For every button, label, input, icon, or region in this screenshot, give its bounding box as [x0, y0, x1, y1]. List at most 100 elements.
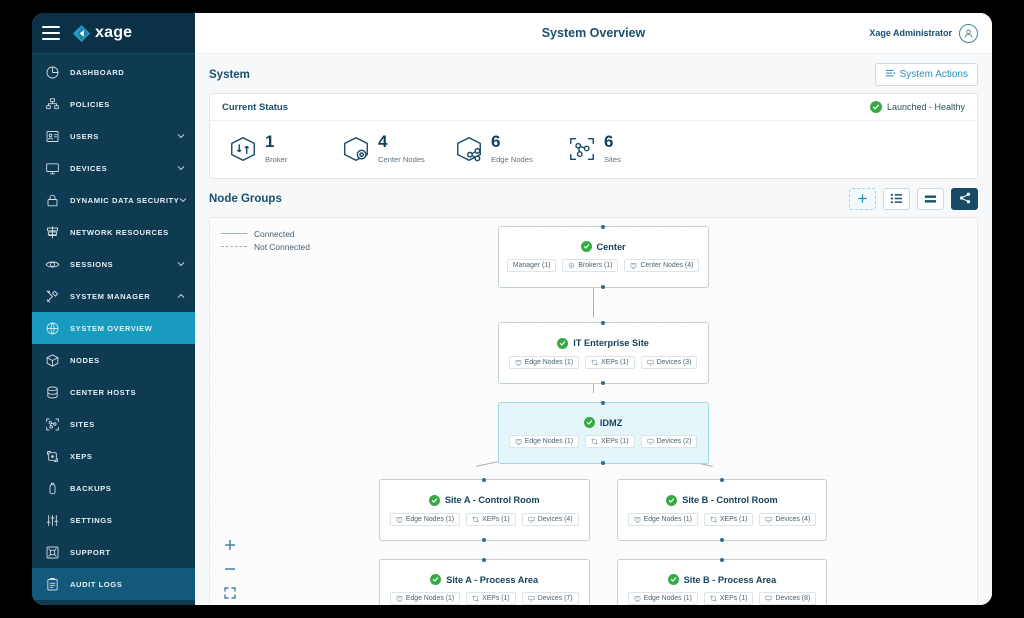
- node-chip[interactable]: Devices (4): [759, 512, 817, 526]
- sidebar-item-label: POLICIES: [70, 99, 110, 109]
- sidebar-item-xeps[interactable]: XEPS: [32, 440, 195, 472]
- node-chip[interactable]: Edge Nodes (1): [389, 512, 461, 526]
- sidebar-item-audit-logs[interactable]: AUDIT LOGS: [32, 568, 195, 600]
- edge-node-icon: [396, 516, 403, 523]
- sidebar-item-network-resources[interactable]: NETWORK RESOURCES: [32, 216, 195, 248]
- zoom-out-button[interactable]: [222, 561, 238, 577]
- node-title-row: Center: [580, 241, 626, 253]
- sidebar-item-users[interactable]: USERS: [32, 120, 195, 152]
- sidebar-item-sessions[interactable]: SESSIONS: [32, 248, 195, 280]
- node-port-top[interactable]: [719, 557, 724, 562]
- brand-logo[interactable]: xage: [72, 24, 132, 43]
- node-chip[interactable]: XEPs (1): [585, 355, 635, 369]
- node-chip[interactable]: Devices (8): [759, 592, 817, 605]
- node-port-top[interactable]: [482, 478, 487, 483]
- node-chip[interactable]: Edge Nodes (1): [389, 592, 461, 605]
- node-chip[interactable]: Edge Nodes (1): [508, 355, 579, 369]
- node-chip[interactable]: XEPs (1): [703, 592, 754, 605]
- system-section-title: System: [209, 68, 250, 81]
- zoom-in-button[interactable]: [222, 537, 238, 553]
- list-view-button[interactable]: [883, 188, 910, 210]
- node-port-bottom[interactable]: [719, 538, 724, 543]
- sidebar-item-center-hosts[interactable]: CENTER HOSTS: [32, 376, 195, 408]
- sidebar-item-sites[interactable]: SITES: [32, 408, 195, 440]
- node-chip[interactable]: XEPs (1): [466, 592, 516, 605]
- node-title-row: Site B - Control Room: [666, 494, 778, 506]
- sidebar-item-backups[interactable]: BACKUPS: [32, 472, 195, 504]
- chevron-down-icon[interactable]: [177, 260, 185, 268]
- node-chip[interactable]: Devices (2): [640, 435, 698, 449]
- node-chip-label: Center Nodes (4): [640, 262, 694, 270]
- stat-value: 4: [378, 132, 388, 151]
- node-chip-label: XEPs (1): [482, 515, 510, 523]
- node-port-top[interactable]: [601, 224, 606, 229]
- node-port-top[interactable]: [719, 478, 724, 483]
- node-port-bottom[interactable]: [601, 284, 606, 289]
- chevron-up-icon[interactable]: [177, 292, 185, 300]
- node-chip[interactable]: Manager (1): [506, 259, 557, 273]
- node-title-row: Site A - Process Area: [430, 574, 538, 585]
- sidebar-item-settings[interactable]: SETTINGS: [32, 504, 195, 536]
- node-title: IT Enterprise Site: [573, 338, 649, 349]
- graph-view-button[interactable]: [951, 188, 978, 210]
- chevron-down-icon[interactable]: [177, 164, 185, 172]
- chevron-down-icon[interactable]: [179, 196, 187, 204]
- node-port-top[interactable]: [601, 400, 606, 405]
- sidebar-item-system-overview[interactable]: SYSTEM OVERVIEW: [32, 312, 195, 344]
- node-chip[interactable]: Edge Nodes (1): [627, 592, 698, 605]
- user-area: Xage Administrator: [869, 23, 978, 43]
- node-port-bottom[interactable]: [601, 381, 606, 386]
- hamburger-menu-icon[interactable]: [42, 26, 60, 40]
- node-port-top[interactable]: [482, 557, 487, 562]
- user-avatar-icon[interactable]: [959, 23, 978, 43]
- add-node-group-button[interactable]: [849, 188, 876, 210]
- node-port-bottom[interactable]: [601, 460, 606, 465]
- edge-node-icon: [634, 595, 641, 602]
- sidebar-item-system-manager[interactable]: SYSTEM MANAGER: [32, 280, 195, 312]
- node-title-row: IT Enterprise Site: [557, 337, 649, 349]
- node-chip[interactable]: Devices (3): [640, 355, 698, 369]
- node-chip[interactable]: XEPs (1): [585, 435, 635, 449]
- node-chip[interactable]: Center Nodes (4): [624, 259, 700, 273]
- monitor-icon: [44, 160, 61, 177]
- sidebar-item-dashboard[interactable]: DASHBOARD: [32, 56, 195, 88]
- node-chip[interactable]: Edge Nodes (1): [508, 435, 579, 449]
- sidebar-item-label: BACKUPS: [70, 483, 112, 493]
- node-chip[interactable]: XEPs (1): [703, 512, 754, 526]
- node-chip[interactable]: Devices (7): [521, 592, 579, 605]
- chevron-down-icon[interactable]: [177, 132, 185, 140]
- node-chip[interactable]: Brokers (1): [562, 259, 619, 273]
- table-view-button[interactable]: [917, 188, 944, 210]
- fit-view-button[interactable]: [222, 585, 238, 601]
- device-icon: [765, 516, 773, 523]
- sidebar-item-label: SITES: [70, 419, 95, 429]
- node-chip[interactable]: Edge Nodes (1): [627, 512, 698, 526]
- sidebar-item-label: USERS: [70, 131, 99, 141]
- hierarchy-icon: [44, 96, 61, 113]
- node-chip-list: Edge Nodes (1) XEPs (1) Devices (2): [508, 435, 698, 449]
- node-chip[interactable]: Devices (4): [521, 512, 579, 526]
- node-port-bottom[interactable]: [482, 538, 487, 543]
- node-chip-label: Edge Nodes (1): [643, 595, 692, 602]
- sidebar-item-nodes[interactable]: NODES: [32, 344, 195, 376]
- tools-icon: [44, 288, 61, 305]
- sidebar-item-dynamic-data-security[interactable]: DYNAMIC DATA SECURITY: [32, 184, 195, 216]
- system-actions-button[interactable]: System Actions: [874, 63, 978, 86]
- sidebar-item-policies[interactable]: POLICIES: [32, 88, 195, 120]
- node-chip-label: Edge Nodes (1): [405, 595, 455, 602]
- node-chip[interactable]: XEPs (1): [466, 512, 516, 526]
- node-port-top[interactable]: [601, 321, 606, 326]
- sidebar-item-support[interactable]: SUPPORT: [32, 536, 195, 568]
- sidebar-item-devices[interactable]: DEVICES: [32, 152, 195, 184]
